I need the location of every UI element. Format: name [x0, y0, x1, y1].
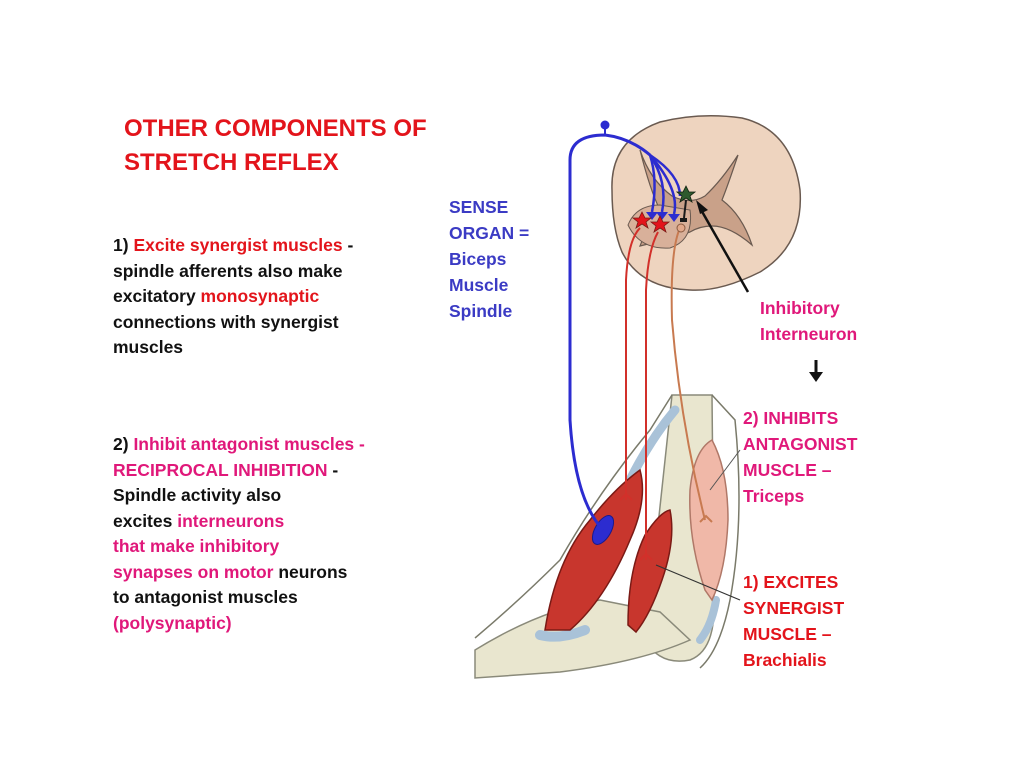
triceps-motor-neuron [676, 223, 686, 233]
synergist-label: 1) EXCITES SYNERGIST MUSCLE – Brachialis [743, 569, 844, 673]
synergist-label-line-1: 1) EXCITES [743, 572, 839, 592]
antagonist-label-line-3: MUSCLE – [743, 460, 832, 480]
point-1-line-2: spindle afferents also make [113, 260, 343, 281]
point-1-monosynaptic: monosynaptic [200, 286, 320, 306]
spinal-cord [611, 115, 802, 291]
point-2-inhibit-antagonist: 2) Inhibit antagonist muscles - RECIPROC… [113, 432, 443, 636]
point-2-line-5: that make inhibitory [113, 536, 280, 556]
point-2-line-7: to antagonist muscles [113, 587, 298, 607]
triceps-endplate [699, 514, 713, 523]
point-1-line-5: muscles [113, 337, 184, 357]
point-2-interneurons: interneurons [177, 510, 285, 531]
point-2-reciprocal-inhibition: RECIPROCAL INHIBITION [113, 459, 328, 480]
interneuron-pointer-head [696, 200, 708, 214]
point-1-dash: - [342, 235, 354, 255]
point-2-line-4-pre: excites [113, 510, 178, 531]
motor-neuron-brachialis [649, 215, 671, 233]
dorsal-root-ganglion [600, 120, 610, 130]
triceps-tendon [696, 596, 720, 644]
sense-organ-line-2: ORGAN = [449, 223, 530, 243]
synergist-label-line-3: MUSCLE – [743, 624, 832, 644]
afferent-fiber [568, 133, 651, 532]
biceps-lower-tendon [535, 625, 590, 642]
point-1-excite-synergist: 1) Excite synergist muscles - spindle af… [113, 233, 443, 361]
antagonist-label-line-4: Triceps [743, 486, 805, 506]
point-1-line-4: connections with synergist [113, 311, 339, 332]
title-line-1: OTHER COMPONENTS OF [124, 115, 427, 142]
biceps-endplate [619, 492, 633, 501]
inhibitory-interneuron [675, 185, 697, 233]
title-line-2: STRETCH REFLEX [124, 149, 339, 176]
interneuron-terminal [680, 218, 687, 222]
antagonist-label-line-1: 2) INHIBITS [743, 408, 839, 428]
slide-title: OTHER COMPONENTS OF STRETCH REFLEX [124, 112, 427, 180]
point-2-number: 2) [113, 434, 134, 454]
interneuron-label-line-1: Inhibitory [760, 298, 840, 318]
interneuron-cell-body [675, 185, 697, 203]
synergist-label-line-4: Brachialis [743, 650, 827, 670]
pointer-arrows [655, 200, 823, 601]
point-2-heading: Inhibit antagonist muscles - [133, 434, 365, 454]
point-1-line-3-pre: excitatory [113, 286, 201, 306]
point-2-line-6-post: neurons [273, 561, 348, 582]
down-arrow-head [809, 372, 823, 382]
sense-organ-line-4: Muscle [449, 275, 509, 295]
afferent-branch-4 [649, 154, 677, 215]
afferent-branch-1 [648, 154, 656, 213]
biceps-upper-tendon [625, 405, 680, 485]
interneuron-label-line-2: Interneuron [760, 324, 858, 344]
point-1-number: 1) [113, 235, 134, 255]
sense-organ-line-5: Spindle [449, 301, 513, 321]
interneuron-pointer-line [698, 207, 750, 293]
brachialis-pointer-line [655, 564, 741, 601]
point-2-line-3: Spindle activity also [113, 485, 282, 505]
afferent-terminal-2 [656, 212, 668, 220]
inhibitory-interneuron-label: Inhibitory Interneuron [760, 295, 857, 347]
motor-axon-triceps [670, 227, 706, 521]
triceps-pointer-line [709, 449, 741, 491]
afferent-terminal-1 [646, 212, 658, 220]
motor-axon-biceps [625, 227, 641, 500]
motor-neuron-biceps [631, 211, 653, 229]
sense-organ-line-1: SENSE [449, 197, 509, 217]
biceps-muscle [544, 468, 644, 631]
point-2-line-6-em: synapses on motor [113, 561, 274, 582]
brachialis-endplate [639, 552, 653, 561]
brachialis-muscle [627, 509, 673, 634]
interneuron-axon [683, 199, 687, 219]
motor-axon-brachialis [645, 231, 659, 560]
synergist-label-line-2: SYNERGIST [743, 598, 845, 618]
point-1-heading: Excite synergist muscles [133, 235, 343, 255]
antagonist-label: 2) INHIBITS ANTAGONIST MUSCLE – Triceps [743, 405, 857, 509]
arm-outline [474, 394, 740, 669]
sense-organ-label: SENSE ORGAN = Biceps Muscle Spindle [449, 194, 529, 324]
sense-organ-line-3: Biceps [449, 249, 507, 269]
antagonist-label-line-2: ANTAGONIST [743, 434, 858, 454]
tendons [535, 405, 720, 644]
sensory-afferent [568, 120, 682, 532]
point-2-line-2-dash: - [327, 459, 339, 480]
point-2-line-8: (polysynaptic) [113, 612, 232, 633]
afferent-terminal-3 [668, 214, 680, 222]
motor-neurons [619, 211, 713, 561]
